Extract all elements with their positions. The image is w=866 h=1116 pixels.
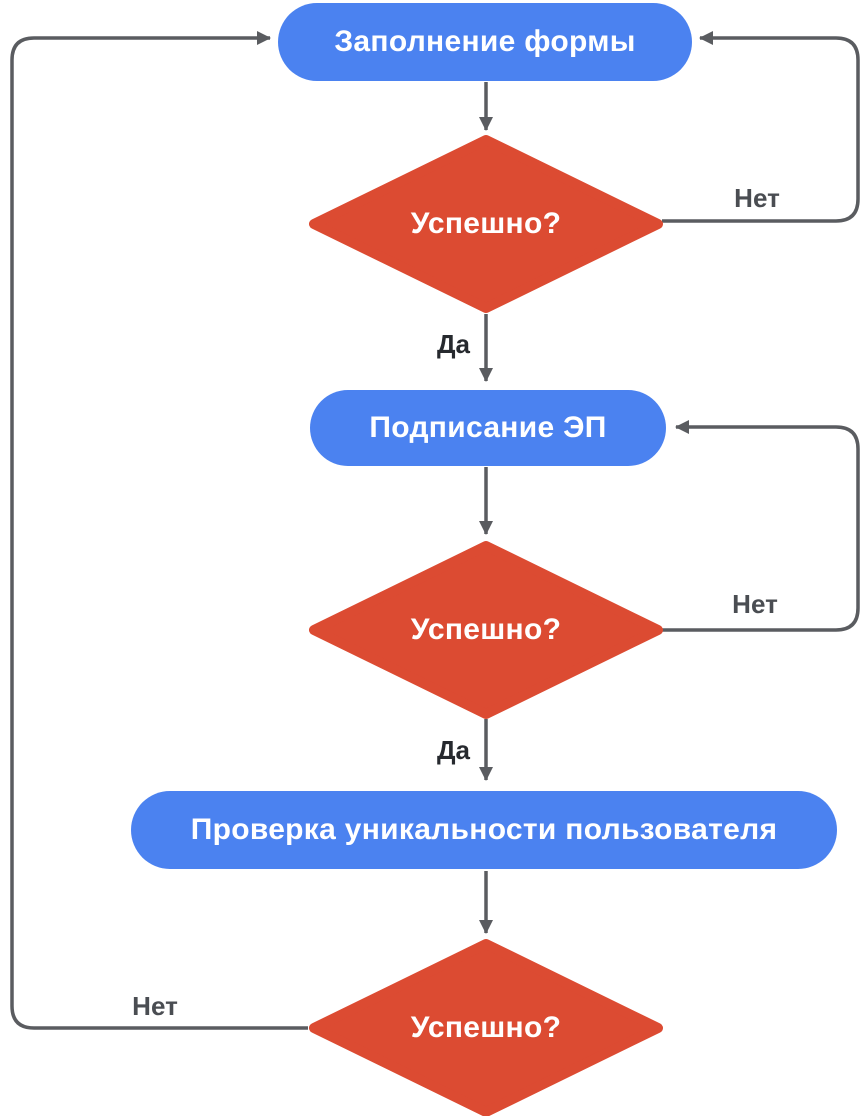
decision-success-1-shape xyxy=(309,135,663,313)
decision-success-2-shape xyxy=(309,541,663,719)
node-sign-ep-label: Подписание ЭП xyxy=(369,411,607,444)
node-fill-form: Заполнение формы xyxy=(278,3,692,81)
edge-label-yes-1: Да xyxy=(437,329,470,359)
node-fill-form-label: Заполнение формы xyxy=(334,25,636,58)
edge-label-yes-2: Да xyxy=(437,735,470,765)
edge-success3-no-to-fillform-line xyxy=(10,31,308,1030)
node-check-unique: Проверка уникальности пользователя xyxy=(131,791,837,869)
node-sign-ep: Подписание ЭП xyxy=(310,390,666,466)
edge-success1-no-to-fillform-line xyxy=(662,31,860,223)
edge-label-no-2: Нет xyxy=(732,589,778,619)
edge-label-no-1: Нет xyxy=(734,183,780,213)
edge-success2-no-to-signep-line xyxy=(662,420,860,632)
decision-success-3-shape xyxy=(309,939,663,1116)
node-check-unique-label: Проверка уникальности пользователя xyxy=(190,813,778,846)
edge-label-no-3: Нет xyxy=(132,991,178,1021)
